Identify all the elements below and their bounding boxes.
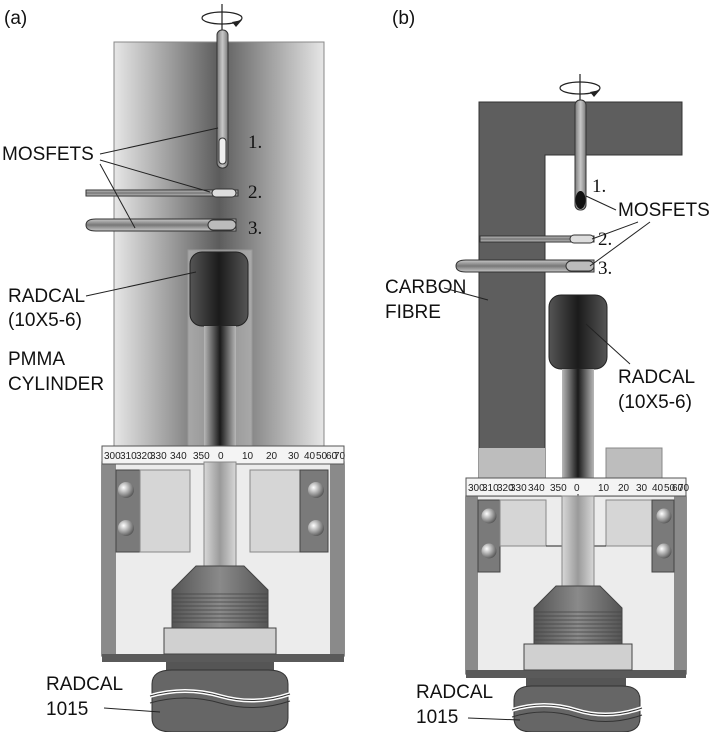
right-insert [605,447,663,479]
position-label-2: 2. [598,229,612,250]
mosfet-probe-3 [85,218,237,232]
mosfets-label: MOSFETS [618,200,710,221]
left-bracket [115,469,191,553]
dial-tick-310: 310 [482,483,499,494]
radcal-label-line2: (10X5-6) [618,392,692,413]
dial-tick-10: 10 [598,483,610,494]
panel-a-tag: (a) [4,8,27,29]
rotation-arrow-icon [201,4,243,30]
base-label-line1: RADCAL [46,674,123,695]
dial-tick-300: 300 [468,483,485,494]
mosfet-probe-2 [479,234,595,244]
dial-tick-320: 320 [497,483,514,494]
rotation-arrow-icon [559,74,601,100]
radcal-leader [85,271,197,297]
dial-tick-50: 50 [316,451,328,462]
dial-tick-30: 30 [288,451,300,462]
right-bracket [249,469,329,553]
base-leader [467,717,521,721]
frame-label-line1: CARBON [385,277,466,298]
dial-tick-320: 320 [136,451,153,462]
bearing-ball-icon [656,508,672,524]
bearing-ball-icon [481,508,497,524]
dial-tick-70: 70 [334,451,346,462]
panel-b: (b) 1. 2. 3. MOSFETS [385,8,710,732]
frame-leader [443,287,489,301]
base-label-line2: 1015 [46,699,88,720]
cylinder-label-line1: PMMA [8,349,65,370]
dial-tick-10: 10 [242,451,254,462]
dial-tick-350: 350 [550,483,567,494]
dial-tick-60: 60 [672,483,684,494]
dial-tick-60: 60 [326,451,338,462]
dial-scale: 300 310 320 330 340 350 0 10 20 30 40 50… [468,483,690,510]
dial-tick-0: 0 [574,483,580,494]
radcal-label-line2: (10X5-6) [8,310,82,331]
mosfets-label: MOSFETS [2,144,94,165]
mosfets-leaders [585,195,651,267]
position-label-3: 3. [598,258,612,279]
dial-tick-30: 30 [636,483,648,494]
cylinder-label-line2: CYLINDER [8,374,104,395]
base-leader [103,707,161,713]
threaded-connector [523,585,633,671]
stem-in-tank [203,461,237,567]
position-label-2: 2. [248,182,262,203]
mosfets-leaders [99,127,219,229]
bearing-ball-icon [308,482,324,498]
radcal-chamber [189,251,249,327]
dial-tick-50: 50 [664,483,676,494]
dial-tick-20: 20 [618,483,630,494]
radcal-1015-base [511,678,643,732]
radcal-chamber [548,294,608,370]
dial-tick-330: 330 [150,451,167,462]
position-label-3: 3. [248,218,262,239]
radcal-label-line1: RADCAL [618,367,695,388]
dial-tick-0: 0 [218,451,224,462]
bearing-ball-icon [481,543,497,559]
dial-tick-20: 20 [266,451,278,462]
dial-tick-340: 340 [528,483,545,494]
radcal-1015-base [149,662,291,732]
radcal-leader [585,323,631,365]
bearing-ball-icon [118,482,134,498]
dial-tick-300: 300 [104,451,121,462]
mosfet-probe-1 [216,29,229,169]
bearing-ball-icon [118,520,134,536]
mosfet-probe-3 [455,259,595,273]
dial-tick-350: 350 [193,451,210,462]
dial-tick-40: 40 [652,483,664,494]
frame-label-line2: FIBRE [385,302,441,323]
radcal-label-line1: RADCAL [8,286,85,307]
position-label-1: 1. [592,176,606,197]
mosfet-probe-1 [574,99,587,211]
dial-tick-310: 310 [120,451,137,462]
bearing-ball-icon [308,520,324,536]
threaded-connector [163,565,277,655]
dial-tick-40: 40 [304,451,316,462]
panel-b-tag: (b) [392,8,415,29]
dial-tick-330: 330 [510,483,527,494]
panel-a: (a) 1. 2. 3. MOSFETS [2,4,346,732]
right-bracket [605,499,675,573]
base-label-line2: 1015 [416,707,458,728]
stem-in-tank [561,495,595,587]
position-label-1: 1. [248,132,262,153]
bearing-ball-icon [656,543,672,559]
left-bracket [477,499,547,573]
mosfet-probe-2 [85,188,239,198]
dial-tick-70: 70 [678,483,690,494]
base-label-line1: RADCAL [416,682,493,703]
dial-tick-340: 340 [170,451,187,462]
frame-foot [479,448,545,478]
